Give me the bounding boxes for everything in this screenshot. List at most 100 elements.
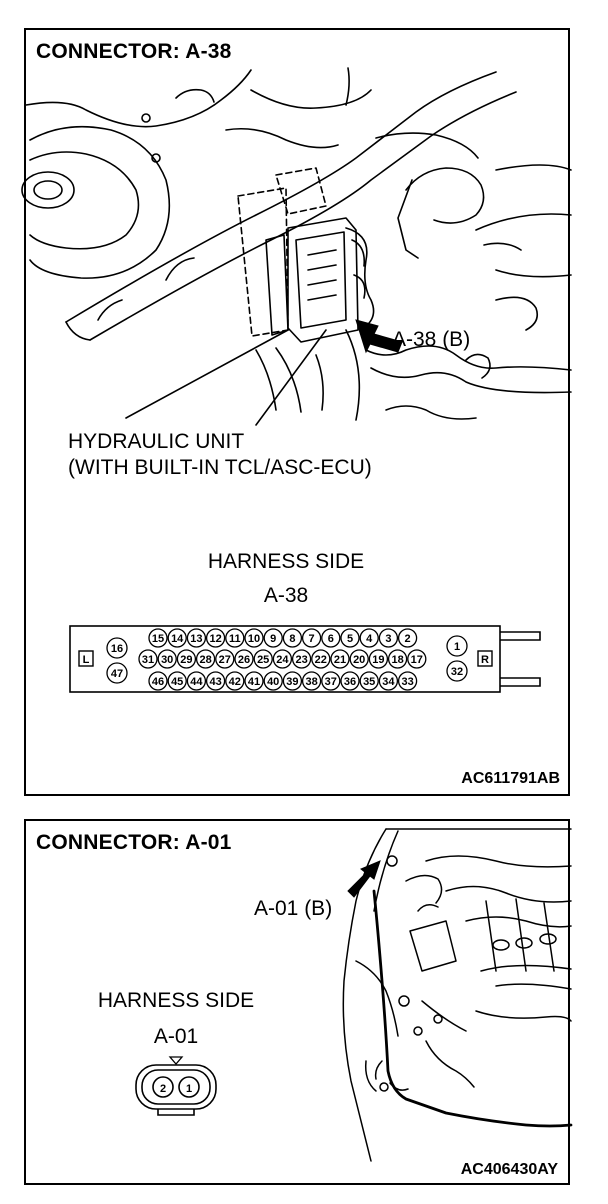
- a38-pin-11-label: 11: [229, 633, 241, 645]
- a38-pin-28-label: 28: [199, 654, 211, 666]
- a38-engine-bay-illustration: [21, 67, 572, 426]
- a38-pin-12: 12: [205, 628, 226, 648]
- a38-pin-27: 27: [215, 649, 235, 669]
- a38-pin-35: 35: [359, 671, 379, 691]
- a38-pin-20-label: 20: [353, 654, 365, 666]
- a01-connector-body: [135, 1064, 217, 1110]
- a38-pin-46-label: 46: [152, 676, 164, 688]
- a38-pin-15: 15: [148, 628, 168, 648]
- a38-pin-9: 9: [263, 628, 283, 648]
- a38-pin-39: 39: [282, 671, 303, 691]
- a38-pin-14: 14: [167, 628, 187, 648]
- a01-figure-code: AC406430AY: [460, 1161, 558, 1178]
- a38-pin-13: 13: [186, 628, 207, 648]
- a01-connector-inner: [141, 1069, 211, 1105]
- a01-pin-1-label: 1: [186, 1083, 192, 1095]
- a38-pin-3: 3: [378, 628, 399, 648]
- a38-pin-22-label: 22: [315, 654, 327, 666]
- a38-connector-body: [69, 625, 501, 693]
- a38-pin-29-label: 29: [180, 654, 192, 666]
- a38-pin-33: 33: [397, 671, 418, 691]
- a38-pin-16: 16: [106, 637, 128, 659]
- a38-pin-10-label: 10: [248, 633, 260, 645]
- a38-pin-41-label: 41: [248, 676, 260, 688]
- a38-pin-30: 30: [157, 649, 177, 669]
- a38-figure-code: AC611791AB: [461, 770, 560, 787]
- a38-pin-31-label: 31: [142, 654, 154, 666]
- a38-pin-1-label: 1: [454, 641, 460, 653]
- a38-pin-4: 4: [359, 628, 379, 648]
- a38-pin-30-label: 30: [161, 654, 173, 666]
- a38-side-r-marker: [477, 650, 493, 667]
- a38-pin-29: 29: [176, 649, 197, 669]
- a01-callout-label: A-01 (B): [254, 897, 333, 920]
- a38-harness-side-label: HARNESS SIDE: [207, 550, 365, 573]
- a38-pin-23: 23: [291, 649, 312, 669]
- a38-pin-6-label: 6: [328, 633, 334, 645]
- a38-pin-8-label: 8: [289, 633, 295, 645]
- a38-pin-6: 6: [321, 628, 341, 648]
- a38-pin-25-label: 25: [257, 654, 269, 666]
- a38-pin-17: 17: [407, 649, 427, 669]
- a38-pin-24-label: 24: [276, 654, 289, 666]
- a38-connector-id: A-38: [263, 584, 309, 607]
- a38-pin-38: 38: [301, 671, 322, 691]
- a38-pin-5: 5: [340, 628, 360, 648]
- a38-pin-12-label: 12: [209, 633, 221, 645]
- a38-pin-26: 26: [234, 649, 254, 669]
- a38-pin-42-label: 42: [229, 676, 241, 688]
- a38-pin-45-label: 45: [171, 676, 183, 688]
- a38-pin-3-label: 3: [385, 633, 391, 645]
- a38-side-l-marker: [78, 650, 94, 667]
- a38-pin-8: 8: [282, 628, 303, 648]
- a38-pin-32-label: 32: [451, 666, 463, 678]
- a38-latch-bottom: [500, 677, 541, 687]
- a38-pin-2: 2: [397, 628, 418, 648]
- a38-pin-42: 42: [225, 671, 245, 691]
- a38-latch-top: [500, 631, 541, 641]
- a01-title: CONNECTOR: A-01: [36, 831, 232, 854]
- a01-pin-1: 1: [178, 1076, 200, 1098]
- a38-pin-32: 32: [446, 660, 468, 682]
- a38-pin-25: 25: [253, 649, 273, 669]
- a38-pin-46: 46: [148, 671, 168, 691]
- a38-pin-17-label: 17: [411, 654, 423, 666]
- a38-pin-47-label: 47: [111, 668, 123, 680]
- a38-pin-4-label: 4: [366, 633, 373, 645]
- a38-pin-15-label: 15: [152, 633, 164, 645]
- a38-pin-44: 44: [186, 671, 207, 691]
- a38-pin-39-label: 39: [286, 676, 298, 688]
- a38-title: CONNECTOR: A-38: [36, 40, 232, 63]
- a38-callout-arrow: [355, 319, 403, 354]
- a38-pin-27-label: 27: [219, 654, 231, 666]
- a38-pin-20: 20: [349, 649, 369, 669]
- a38-pin-21-label: 21: [334, 654, 346, 666]
- a38-pin-31: 31: [138, 649, 158, 669]
- a38-pin-35-label: 35: [363, 676, 375, 688]
- a01-key-marker: [168, 1056, 184, 1065]
- a38-pin-5-label: 5: [347, 633, 353, 645]
- a38-pin-24: 24: [272, 649, 293, 669]
- a38-pin-19-label: 19: [372, 654, 384, 666]
- a38-pin-18-label: 18: [391, 654, 403, 666]
- a38-pin-13-label: 13: [190, 633, 202, 645]
- a38-side-l-text: L: [83, 654, 90, 666]
- a38-pin-2-label: 2: [405, 633, 411, 645]
- a01-connector-tab: [157, 1109, 195, 1116]
- a38-pin-43-label: 43: [209, 676, 221, 688]
- a38-pin-34: 34: [378, 671, 399, 691]
- a38-pin-47: 47: [106, 662, 128, 684]
- a01-connector-face: 2 1: [135, 1056, 217, 1116]
- a38-pin-16-label: 16: [111, 643, 123, 655]
- connector-a38-panel: CONNECTOR: A-38 A-38 (B) HYDRAULIC UNIT …: [21, 28, 572, 796]
- a38-pin-18: 18: [387, 649, 408, 669]
- a01-pin-2: 2: [152, 1076, 174, 1098]
- a38-pin-9-label: 9: [270, 633, 276, 645]
- a38-pin-19: 19: [368, 649, 389, 669]
- a38-pin-36: 36: [340, 671, 360, 691]
- a38-pin-43: 43: [205, 671, 226, 691]
- a38-pin-36-label: 36: [344, 676, 356, 688]
- a38-pin-44-label: 44: [190, 676, 203, 688]
- a38-pin-11: 11: [225, 628, 245, 648]
